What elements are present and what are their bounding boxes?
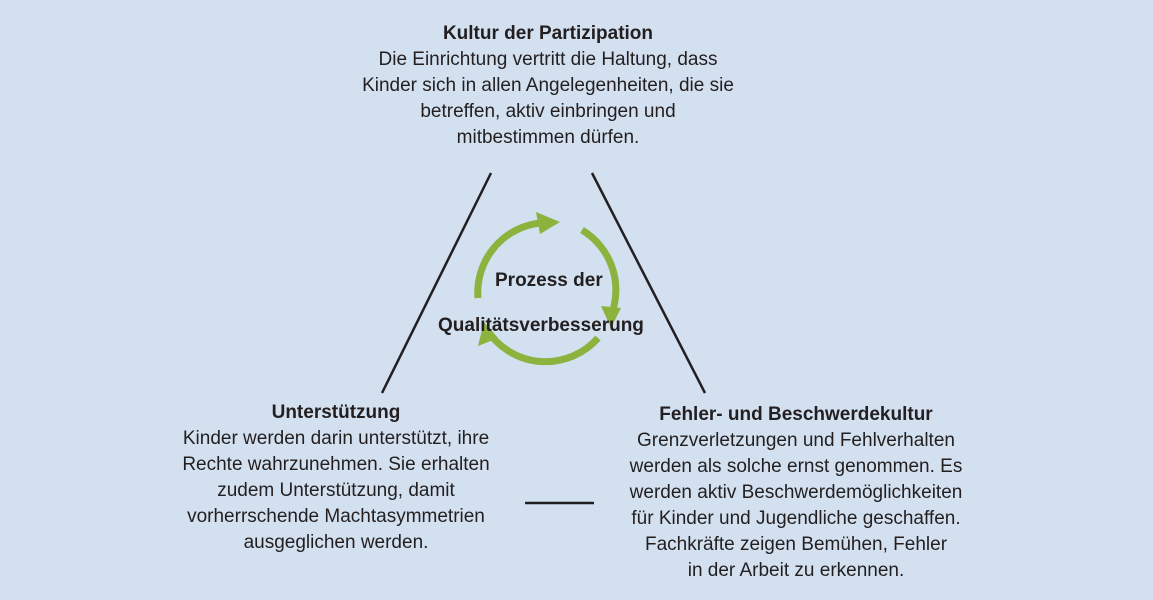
section-participation-title: Kultur der Partizipation [442, 23, 654, 44]
section-support-line: Rechte wahrzunehmen. Sie erhalten [182, 454, 490, 475]
section-support: Unterstützung Kinder werden darin unters… [136, 400, 536, 556]
arrowhead-right [601, 306, 621, 328]
section-error-culture-line: Fachkräfte zeigen Bemühen, Fehler [644, 534, 948, 555]
center-label-quality: Qualitätsverbesserung [438, 315, 644, 336]
section-participation-line: Kinder sich in allen Angelegenheiten, di… [362, 75, 734, 96]
section-support-line: vorherrschende Machtasymmetrien [187, 506, 485, 527]
cycle-arrowheads-icon [478, 212, 621, 346]
cycle-arrow-top [474, 219, 541, 299]
arrowhead-top [536, 212, 560, 234]
section-error-culture: Fehler- und Beschwerdekultur Grenzverlet… [566, 402, 1026, 584]
section-participation-line: betreffen, aktiv einbringen und [420, 101, 676, 122]
connector-top-left [380, 172, 493, 394]
section-participation-line: Die Einrichtung vertritt die Haltung, da… [378, 49, 718, 70]
connector-top-right [590, 172, 707, 394]
section-participation-line: mitbestimmen dürfen. [456, 127, 640, 148]
cycle-arrow-bottom [484, 328, 601, 366]
cycle-arrows-icon [474, 219, 620, 366]
section-support-title: Unterstützung [271, 402, 401, 423]
section-error-culture-line: werden aktiv Beschwerdemöglichkeiten [629, 482, 963, 503]
section-support-line: ausgeglichen werden. [243, 532, 429, 553]
section-error-culture-line: Grenzverletzungen und Fehlverhalten [637, 430, 955, 451]
section-error-culture-line: werden als solche ernst genommen. Es [629, 456, 963, 477]
section-error-culture-line: für Kinder und Jugendliche geschaffen. [631, 508, 961, 529]
center-label-process: Prozess der [495, 270, 603, 291]
section-participation: Kultur der Partizipation Die Einrichtung… [298, 21, 798, 151]
section-error-culture-title: Fehler- und Beschwerdekultur [659, 404, 933, 425]
cycle-arrow-right [580, 227, 620, 320]
section-support-line: zudem Unterstützung, damit [217, 480, 455, 501]
section-error-culture-line: in der Arbeit zu erkennen. [687, 560, 905, 581]
section-support-line: Kinder werden darin unterstützt, ihre [182, 428, 490, 449]
arrowhead-bottom [478, 322, 498, 346]
